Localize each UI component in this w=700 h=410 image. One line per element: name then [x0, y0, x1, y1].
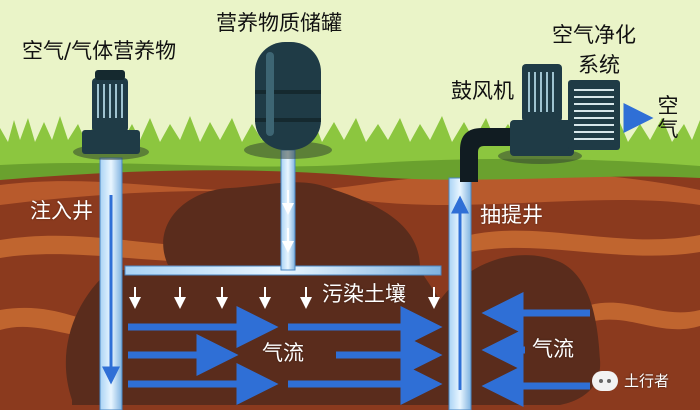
blower-label: 鼓风机	[451, 79, 514, 103]
watermark-text: 土行者	[624, 372, 670, 390]
blower-outlet-pipe	[460, 128, 515, 182]
nutrient-tank-label: 营养物质储罐	[216, 11, 342, 35]
tank-icon	[244, 42, 332, 159]
contaminated-soil-label: 污染土壤	[322, 282, 406, 306]
soil-stripe	[590, 302, 700, 330]
air-out-label: 空气	[657, 94, 679, 142]
soil-stripe	[0, 172, 700, 205]
pump-icon	[73, 70, 149, 160]
air-purification-label-line2: 系统	[578, 53, 620, 77]
air-purification-label-line1: 空气净化	[552, 23, 636, 47]
injection-well-label: 注入井	[30, 199, 93, 223]
purifier-icon	[568, 80, 620, 150]
watermark: 土行者	[592, 370, 669, 391]
grass-shade	[0, 158, 700, 180]
seepage-arrows	[129, 287, 440, 309]
airflow-center-label: 气流	[262, 341, 304, 365]
extraction-well-label: 抽提井	[480, 203, 543, 227]
airflow-right-label: 气流	[532, 337, 574, 361]
soil-stripe	[470, 230, 700, 256]
airflow-arrows	[128, 292, 590, 407]
wechat-icon	[592, 370, 618, 391]
blower-icon	[498, 64, 582, 164]
injection-gas-label: 空气/气体营养物	[22, 39, 177, 63]
